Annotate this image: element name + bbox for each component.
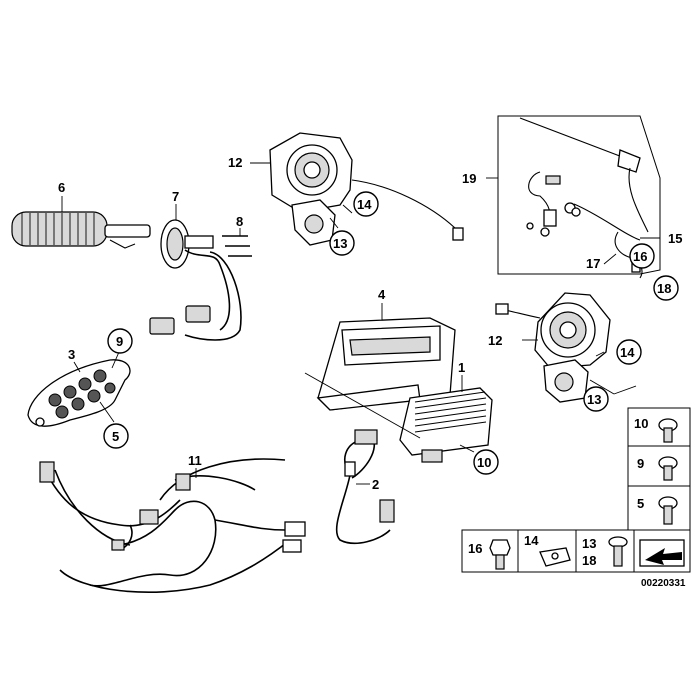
speaker-top [250,132,464,246]
callout-labels: 6 7 8 12 14 13 19 15 16 17 18 4 12 14 13… [58,155,682,492]
legend-18: 18 [582,553,596,568]
legend-9: 9 [637,456,644,471]
label-9: 9 [116,334,123,349]
label-17: 17 [586,256,600,271]
amplifier [304,372,493,463]
label-13-right: 13 [587,392,601,407]
speaker-right [495,292,637,403]
legend-16: 16 [468,541,482,556]
label-1: 1 [458,360,465,375]
legend-5: 5 [637,496,644,511]
diagram-code: 00220331 [641,578,686,589]
hardware-legend [461,407,691,573]
label-16: 16 [633,249,647,264]
label-11: 11 [188,453,202,468]
label-4: 4 [378,287,386,302]
amplifier-cable [335,429,395,545]
wiring-harness [39,458,306,593]
hand-grip [11,196,151,249]
label-6: 6 [58,180,65,195]
label-5: 5 [112,429,119,444]
label-13-top: 13 [333,236,347,251]
screws-8 [222,228,252,257]
label-19: 19 [462,171,476,186]
legend-13: 13 [582,536,596,551]
switch-block [27,351,131,427]
label-3: 3 [68,347,75,362]
label-15: 15 [668,231,682,246]
label-14-right: 14 [620,345,635,360]
legend-10: 10 [634,416,648,431]
legend-labels: 10 9 5 16 14 13 18 00220331 [468,416,686,589]
label-7: 7 [172,189,179,204]
amplifier-bracket [316,303,456,411]
label-14-top: 14 [357,197,372,212]
label-12-right: 12 [488,333,502,348]
grip-heater-ring [149,204,242,341]
label-2: 2 [372,477,379,492]
label-8: 8 [236,214,243,229]
label-12-top: 12 [228,155,242,170]
label-10: 10 [477,455,491,470]
legend-14: 14 [524,533,539,548]
label-18: 18 [657,281,671,296]
